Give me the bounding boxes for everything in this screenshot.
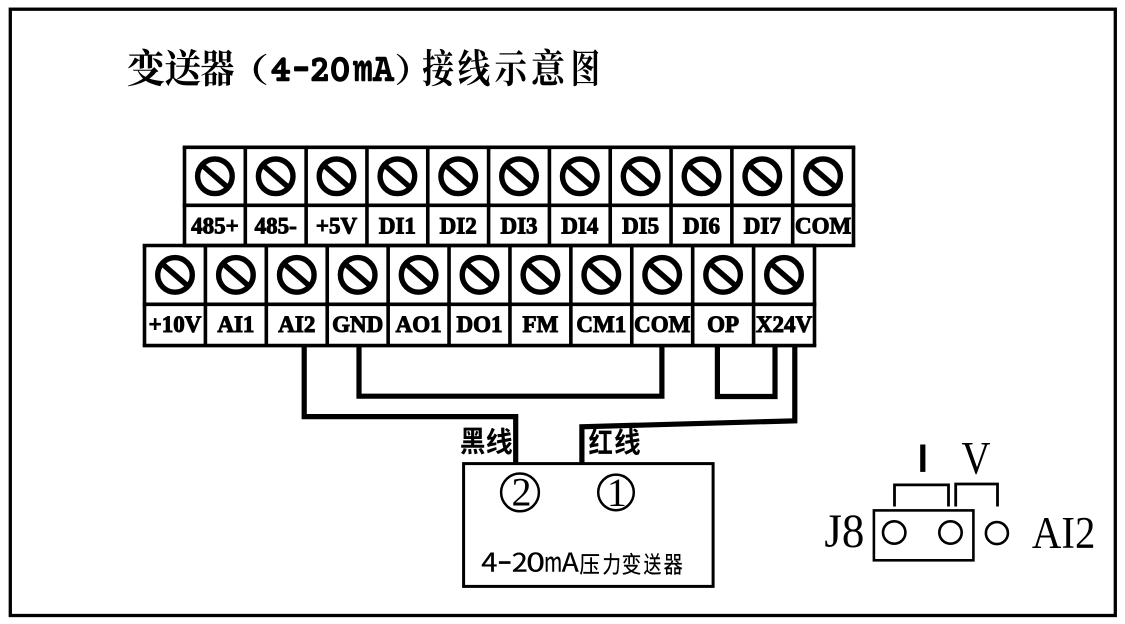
svg-text:1: 1 — [607, 470, 627, 515]
svg-text:COM: COM — [634, 312, 691, 337]
svg-text:DI5: DI5 — [622, 213, 659, 238]
svg-text:2: 2 — [512, 469, 532, 514]
svg-text:FM: FM — [523, 312, 559, 337]
svg-text:DI6: DI6 — [683, 213, 720, 238]
svg-text:AO1: AO1 — [396, 312, 442, 337]
svg-text:485-: 485- — [255, 213, 297, 238]
svg-text:DO1: DO1 — [457, 312, 503, 337]
svg-text:OP: OP — [707, 312, 739, 337]
svg-text:485+: 485+ — [191, 213, 239, 238]
svg-text:DI7: DI7 — [744, 213, 781, 238]
svg-text:AI1: AI1 — [217, 312, 254, 337]
svg-text:AI2: AI2 — [278, 312, 315, 337]
svg-text:COM: COM — [795, 213, 852, 238]
svg-text:CM1: CM1 — [576, 312, 626, 337]
svg-text:J8: J8 — [824, 505, 864, 558]
svg-text:DI4: DI4 — [561, 213, 599, 238]
svg-text:V: V — [962, 432, 991, 484]
svg-text:DI2: DI2 — [440, 213, 477, 238]
svg-text:X24V: X24V — [756, 312, 813, 337]
svg-text:DI1: DI1 — [379, 213, 416, 238]
svg-text:AI2: AI2 — [1032, 508, 1096, 558]
svg-text:DI3: DI3 — [500, 213, 537, 238]
svg-text:+5V: +5V — [316, 213, 358, 238]
svg-text:GND: GND — [332, 312, 383, 337]
svg-text:+10V: +10V — [149, 312, 202, 337]
